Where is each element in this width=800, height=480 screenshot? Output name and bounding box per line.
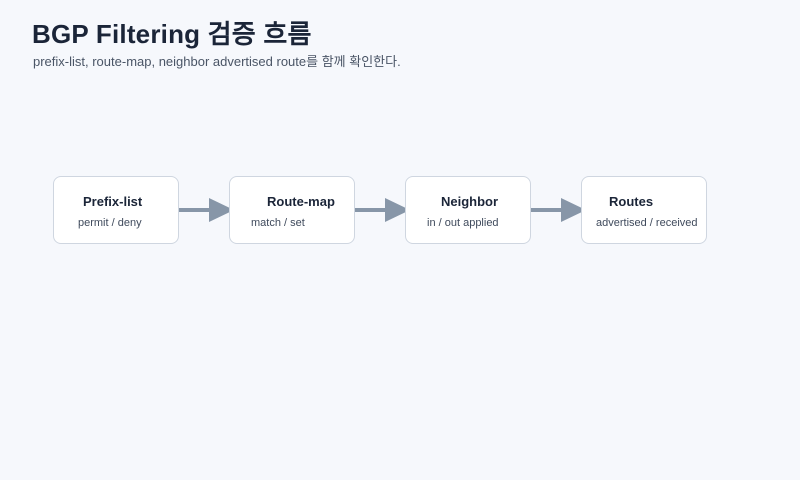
flow-step-route-map: Route-map match / set <box>229 176 355 244</box>
flow-step-subtitle: permit / deny <box>78 217 142 229</box>
flow-arrow-icon <box>179 198 234 222</box>
flow-step-title: Neighbor <box>441 194 499 209</box>
flow-step-title: Prefix-list <box>83 194 143 209</box>
flow-step-title: Route-map <box>267 194 335 209</box>
flow-step-subtitle: advertised / received <box>596 217 698 229</box>
flow-step-routes: Routes advertised / received <box>581 176 707 244</box>
flow-step-neighbor: Neighbor in / out applied <box>405 176 531 244</box>
flow-step-subtitle: in / out applied <box>427 217 499 229</box>
flow-step-subtitle: match / set <box>251 217 305 229</box>
flow-step-title: Routes <box>609 194 654 209</box>
flow-step-prefix-list: Prefix-list permit / deny <box>53 176 179 244</box>
flow-arrow-icon <box>355 198 410 222</box>
page-title: BGP Filtering 검증 흐름 <box>32 19 312 49</box>
page-subtitle: prefix-list, route-map, neighbor adverti… <box>33 54 401 69</box>
flow-arrow-icon <box>531 198 586 222</box>
